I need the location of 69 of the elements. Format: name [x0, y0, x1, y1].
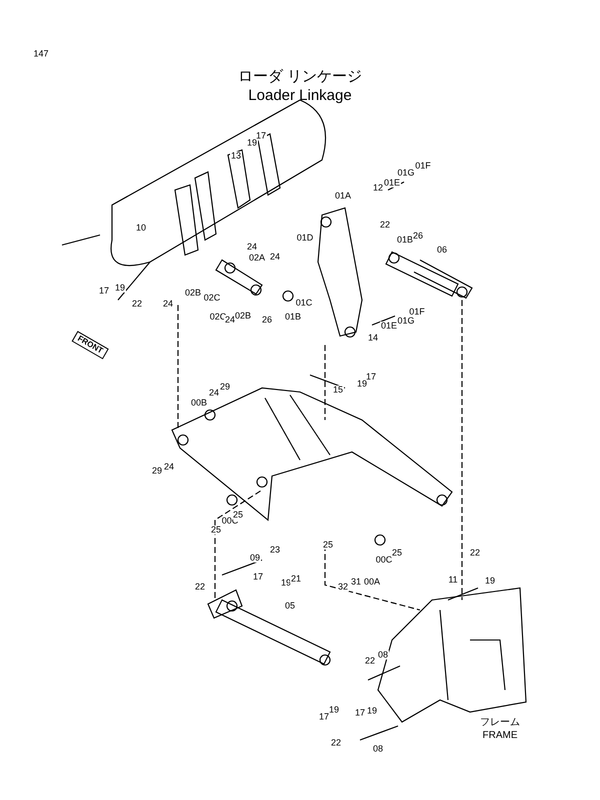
- callout-number: 01E: [380, 322, 398, 330]
- callout-number: 01B: [284, 312, 302, 322]
- callout-number: 24: [246, 242, 258, 252]
- callout-number: 01D: [296, 234, 314, 242]
- callout-number: 22: [469, 548, 481, 558]
- callout-number: 29: [151, 466, 163, 476]
- callout-number: 25: [322, 540, 334, 550]
- part-label: フレーム: [479, 718, 521, 728]
- callout-number: 24: [269, 252, 281, 262]
- callout-number: 17: [354, 708, 366, 718]
- callout-number: 12: [372, 184, 384, 192]
- callout-number: 22: [131, 300, 143, 308]
- callout-number: 01C: [294, 298, 314, 308]
- callout-number: 22: [379, 220, 391, 230]
- callout-number: 05: [284, 602, 296, 610]
- callout-number: 19: [246, 138, 258, 148]
- callout-number: 02B: [234, 312, 252, 320]
- callout-number: 14: [367, 334, 379, 342]
- callout-number: 00B: [190, 398, 208, 408]
- callout-number: 02B: [184, 288, 202, 298]
- callout-number: 01G: [396, 316, 416, 326]
- callout-number: 01F: [408, 308, 426, 316]
- callout-number: 22: [194, 582, 206, 592]
- callout-number: 01E: [383, 178, 401, 188]
- callout-number: 01A: [334, 192, 352, 200]
- callout-number: 00A: [363, 578, 381, 586]
- callout-number: 25: [210, 526, 222, 534]
- callout-number: 08: [377, 650, 389, 660]
- callout-number: 19: [356, 380, 368, 388]
- part-label: FRAME: [482, 731, 518, 741]
- callout-number: 17: [365, 372, 377, 382]
- callout-number: 25: [391, 548, 403, 558]
- callout-number: 17: [318, 712, 330, 722]
- callout-number: 19: [366, 706, 378, 716]
- callout-number: 24: [208, 388, 220, 398]
- callout-number: 26: [261, 316, 273, 324]
- callout-number: 06: [436, 246, 448, 254]
- callout-number: 15: [332, 386, 344, 394]
- callout-number: 02A: [248, 254, 266, 262]
- title: ローダ リンケージ Loader Linkage: [238, 68, 362, 106]
- callout-number: 32: [337, 582, 349, 592]
- callout-number: 17: [252, 572, 264, 582]
- callout-number: 13: [230, 152, 242, 160]
- callout-number: 19: [114, 284, 126, 292]
- page-number: 147: [32, 50, 50, 58]
- callout-number: 24: [224, 316, 236, 324]
- callout-number: 23: [269, 546, 281, 554]
- callout-number: 31: [350, 578, 362, 586]
- callout-number: 09: [249, 554, 261, 562]
- callout-number: 17: [98, 286, 110, 296]
- callout-number: 21: [290, 574, 302, 584]
- callout-number: 01B: [396, 236, 414, 244]
- callout-number: 17: [255, 132, 267, 140]
- callout-number: 22: [330, 738, 342, 748]
- callout-number: 02C: [202, 294, 222, 302]
- callout-number: 01G: [396, 168, 416, 178]
- callout-number: 25: [232, 510, 244, 520]
- callout-number: 00C: [374, 556, 394, 564]
- callout-number: 10: [135, 224, 147, 232]
- callout-number: 11: [447, 576, 459, 584]
- callout-number: 19: [328, 706, 340, 714]
- callout-number: 22: [364, 656, 376, 666]
- callout-number: 08: [372, 744, 384, 754]
- callout-number: 01F: [414, 162, 432, 170]
- callout-number: 26: [412, 232, 424, 240]
- callout-number: 29: [219, 382, 231, 392]
- callout-number: 24: [162, 300, 174, 308]
- callout-number: 24: [163, 462, 175, 472]
- callout-number: 19: [484, 576, 496, 586]
